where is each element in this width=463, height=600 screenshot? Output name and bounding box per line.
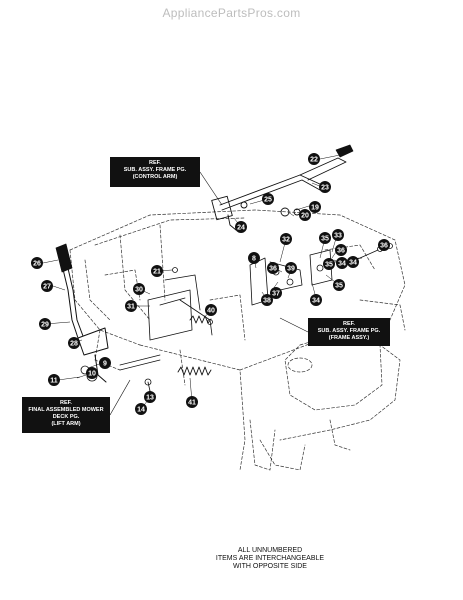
callout-25: 25 (262, 193, 274, 205)
callout-34-far: 34 (347, 256, 359, 268)
callout-36-far: 36 (378, 239, 390, 251)
lift-arm (61, 263, 109, 383)
ref-line: (CONTROL ARM) (132, 174, 178, 180)
footnote-line: ALL UNNUMBERED (237, 547, 303, 554)
svg-text:25: 25 (264, 197, 272, 204)
svg-text:27: 27 (43, 284, 51, 291)
callout-34-lower: 34 (310, 294, 322, 306)
ref-line: SUB. ASSY. FRAME PG. (123, 167, 187, 173)
svg-text:37: 37 (272, 291, 280, 298)
callout-11: 11 (48, 374, 60, 386)
svg-text:14: 14 (137, 407, 145, 414)
svg-text:40: 40 (207, 308, 215, 315)
svg-text:29: 29 (41, 322, 49, 329)
callout-28: 28 (68, 337, 80, 349)
svg-text:26: 26 (33, 261, 41, 268)
svg-text:20: 20 (301, 213, 309, 220)
ref-line: FINAL ASSEMBLED MOWER (28, 407, 104, 413)
svg-text:36: 36 (269, 266, 277, 273)
callout-13: 13 (144, 391, 156, 403)
svg-text:36: 36 (337, 248, 345, 255)
callout-30: 30 (133, 283, 145, 295)
callout-38: 38 (261, 294, 273, 306)
footnote-line: ITEMS ARE INTERCHANGEABLE (215, 555, 325, 562)
ref-line: (LIFT ARM) (51, 421, 81, 427)
svg-text:10: 10 (88, 371, 96, 378)
callout-40: 40 (205, 304, 217, 316)
callout-33: 33 (332, 229, 344, 241)
callout-39: 39 (285, 262, 297, 274)
ref-line: REF. (60, 400, 72, 406)
callout-31: 31 (125, 300, 137, 312)
footnote-line: WITH OPPOSITE SIDE (233, 563, 307, 570)
svg-text:35: 35 (325, 262, 333, 269)
callout-34-right: 34 (336, 257, 348, 269)
svg-text:34: 34 (312, 298, 320, 305)
callout-19: 19 (309, 201, 321, 213)
spring-41 (177, 366, 212, 376)
svg-text:22: 22 (310, 157, 318, 164)
svg-text:9: 9 (103, 361, 107, 368)
ref-box-control-arm: REF. SUB. ASSY. FRAME PG. (CONTROL ARM) (110, 157, 200, 187)
control-arm (211, 157, 347, 231)
ref-box-lift-arm: REF. FINAL ASSEMBLED MOWER DECK PG. (LIF… (22, 397, 110, 433)
svg-text:30: 30 (135, 287, 143, 294)
callout-35-bottom: 35 (333, 279, 345, 291)
svg-text:23: 23 (321, 185, 329, 192)
svg-text:34: 34 (349, 260, 357, 267)
svg-text:38: 38 (263, 298, 271, 305)
svg-text:19: 19 (311, 205, 319, 212)
ref-line: (FRAME ASSY.) (328, 335, 370, 341)
callout-24: 24 (235, 221, 247, 233)
callout-36-right: 36 (335, 244, 347, 256)
lift-arm-grip (55, 243, 73, 273)
ref-line: DECK PG. (52, 414, 80, 420)
callout-26: 26 (31, 257, 43, 269)
spring-40 (189, 315, 212, 324)
ref-line: SUB. ASSY. FRAME PG. (317, 328, 381, 334)
callout-36: 36 (267, 262, 279, 274)
callout-27: 27 (41, 280, 53, 292)
svg-text:32: 32 (282, 237, 290, 244)
callout-10: 10 (86, 367, 98, 379)
svg-text:11: 11 (50, 378, 58, 385)
callout-37: 37 (270, 287, 282, 299)
svg-text:31: 31 (127, 304, 135, 311)
svg-text:34: 34 (338, 261, 346, 268)
footnote: ALL UNNUMBERED ITEMS ARE INTERCHANGEABLE… (215, 547, 325, 571)
svg-text:28: 28 (70, 341, 78, 348)
callout-32: 32 (280, 233, 292, 245)
callout-8: 8 (248, 252, 260, 264)
svg-text:24: 24 (237, 225, 245, 232)
svg-text:41: 41 (188, 400, 196, 407)
callout-22: 22 (308, 153, 320, 165)
callout-9: 9 (99, 357, 111, 369)
callout-35-upper: 35 (319, 232, 331, 244)
svg-text:8: 8 (252, 256, 256, 263)
callouts: 22 23 19 20 25 24 26 27 29 28 21 30 31 4… (31, 153, 390, 415)
watermark: AppliancePartsPros.com (162, 6, 301, 20)
svg-text:35: 35 (335, 283, 343, 290)
svg-text:35: 35 (321, 236, 329, 243)
svg-text:21: 21 (153, 269, 161, 276)
callout-21: 21 (151, 265, 163, 277)
ref-box-frame-assy: REF. SUB. ASSY. FRAME PG. (FRAME ASSY.) (308, 318, 390, 346)
callout-23: 23 (319, 181, 331, 193)
ref-line: REF. (149, 160, 161, 166)
callout-14: 14 (135, 403, 147, 415)
svg-text:39: 39 (287, 266, 295, 273)
svg-text:13: 13 (146, 395, 154, 402)
control-arm-grip (335, 144, 354, 158)
callout-20: 20 (299, 209, 311, 221)
center-linkage (119, 267, 213, 371)
callout-35-lower: 35 (323, 258, 335, 270)
svg-text:33: 33 (334, 233, 342, 240)
ref-line: REF. (343, 321, 355, 327)
frame-outline (69, 209, 406, 471)
callout-41: 41 (186, 396, 198, 408)
svg-text:36: 36 (380, 243, 388, 250)
callout-29: 29 (39, 318, 51, 330)
